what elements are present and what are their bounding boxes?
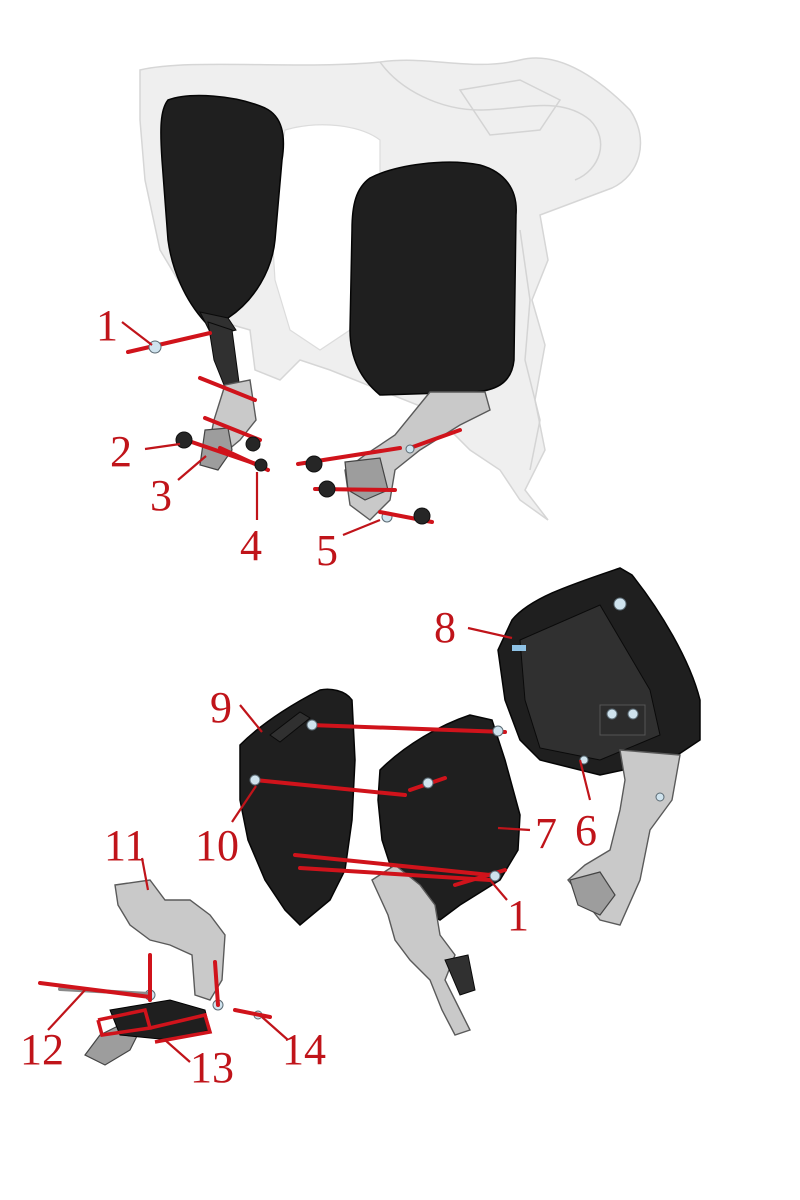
callout-label: 4 bbox=[240, 521, 262, 570]
grommet-icon bbox=[413, 507, 431, 525]
callout-label: 11 bbox=[104, 821, 146, 870]
left-hinge-bracket bbox=[199, 321, 257, 471]
callout-label: 14 bbox=[282, 1025, 326, 1074]
grommet-icon bbox=[305, 455, 323, 473]
right-hinge-bracket bbox=[344, 391, 491, 523]
bottom-assembly-axis-lines bbox=[38, 723, 507, 1044]
screw-icon bbox=[613, 597, 627, 611]
screw-icon bbox=[249, 774, 261, 786]
screw-icon bbox=[405, 444, 415, 454]
bottom-assembly: 8 9 10 7 6 1 11 12 13 14 bbox=[20, 567, 701, 1092]
screw-icon bbox=[306, 719, 318, 731]
callout-label: 2 bbox=[110, 427, 132, 476]
bracket-under-part-7 bbox=[371, 864, 476, 1036]
screw-icon bbox=[627, 708, 639, 720]
top-assembly: 1 2 3 4 5 bbox=[96, 57, 642, 575]
bracket-assembly-11-14 bbox=[58, 879, 263, 1066]
callout-label: 5 bbox=[316, 526, 338, 575]
rear-cover-part-8 bbox=[497, 567, 701, 776]
callout-label: 1 bbox=[96, 301, 118, 350]
callout-label: 12 bbox=[20, 1025, 64, 1074]
right-side-panel bbox=[349, 161, 517, 396]
callout-label: 8 bbox=[434, 603, 456, 652]
callout-label: 7 bbox=[535, 809, 557, 858]
side-panel-part-9 bbox=[239, 688, 356, 927]
screw-icon bbox=[606, 708, 618, 720]
screw-icon bbox=[489, 870, 501, 882]
callout-label: 10 bbox=[195, 821, 239, 870]
top-assembly-callouts: 1 2 3 4 5 bbox=[96, 301, 381, 575]
callout-label: 9 bbox=[210, 683, 232, 732]
hinge-part-6 bbox=[567, 749, 681, 926]
grommet-icon bbox=[175, 431, 193, 449]
screw-icon bbox=[422, 777, 434, 789]
grommet-icon bbox=[245, 436, 261, 452]
callout-label: 6 bbox=[575, 806, 597, 855]
grommet-icon bbox=[318, 480, 336, 498]
grommet-icon bbox=[254, 458, 268, 472]
callout-label: 1 bbox=[507, 891, 529, 940]
bottom-assembly-callouts: 8 9 10 7 6 1 11 12 13 14 bbox=[20, 603, 597, 1092]
left-side-panel bbox=[160, 94, 285, 337]
callout-label: 13 bbox=[190, 1043, 234, 1092]
screw-icon bbox=[492, 725, 504, 737]
callout-label: 3 bbox=[150, 471, 172, 520]
bottom-assembly-fasteners bbox=[249, 719, 589, 882]
